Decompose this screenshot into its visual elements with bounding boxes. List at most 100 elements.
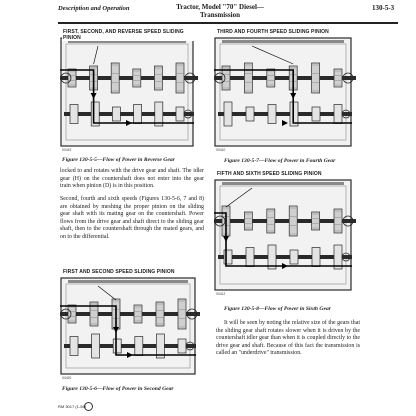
gear-lower xyxy=(69,336,79,356)
gear-lower xyxy=(175,106,185,122)
paragraph-1: locked to and rotates with the drive gea… xyxy=(60,168,204,190)
figure-fourth-gear: THIRD AND FOURTH SPEED SLIDING PINION X0… xyxy=(212,28,358,154)
figure-reverse-gear: FIRST, SECOND, AND REVERSE SPEED SLIDING… xyxy=(58,28,200,154)
page-title-line-1: Tractor, Model "70" Diesel— xyxy=(176,3,264,11)
gear-lower xyxy=(133,104,142,124)
union-label-seal xyxy=(84,402,93,411)
sliding-gear-shaft xyxy=(60,76,198,80)
sliding-gear-shaft xyxy=(214,219,356,223)
figure-sixth-caption: Figure 130-5-8—Flow of Power in Sixth Ge… xyxy=(224,306,331,312)
power-flow-arrow xyxy=(126,120,132,126)
figure-fourth-number: X0410 xyxy=(216,148,226,152)
figure-second-gear: FIRST AND SECOND SPEED SLIDING PINION X0… xyxy=(58,268,202,382)
page-title-line-2: Transmission xyxy=(200,11,240,19)
footer-code: RM 3017 (1-56) xyxy=(58,404,87,409)
paragraph-2: Second, fourth and sixth speeds (Figures… xyxy=(60,196,204,240)
gear-lower xyxy=(267,104,277,124)
bearing xyxy=(60,308,72,320)
gear-upper xyxy=(132,68,142,88)
gear-upper xyxy=(221,65,231,91)
shift-rod xyxy=(68,40,186,43)
bearing xyxy=(342,215,354,227)
callout-leader-line xyxy=(97,285,117,301)
callout-leader-line xyxy=(225,187,253,208)
gear-lower xyxy=(223,249,233,265)
gear-lower xyxy=(134,336,144,356)
bearing xyxy=(341,109,351,119)
gear-lower xyxy=(112,338,122,354)
gear-upper xyxy=(155,301,165,327)
bearing xyxy=(184,72,196,84)
figure-reverse-caption: Figure 130-5-5—Flow of Power in Reverse … xyxy=(62,157,175,163)
countershaft xyxy=(64,344,196,348)
countershaft xyxy=(218,255,352,259)
figure-reverse-number: X0419 xyxy=(62,148,72,152)
header-rule xyxy=(58,22,398,24)
gear-upper xyxy=(333,68,343,88)
bearing xyxy=(214,72,226,84)
housing-inner-wall xyxy=(219,43,347,141)
gear-upper xyxy=(177,298,187,330)
shift-rod xyxy=(68,280,188,283)
gear-upper xyxy=(67,304,77,324)
gear-lower xyxy=(311,247,321,267)
housing-inner-wall xyxy=(65,283,191,369)
gear-upper xyxy=(311,211,320,231)
figure-reverse-callout: FIRST, SECOND, AND REVERSE SPEED SLIDING… xyxy=(62,29,200,42)
gear-lower xyxy=(311,106,321,122)
gear-upper xyxy=(266,68,276,88)
shift-rod xyxy=(222,182,344,185)
housing-outline xyxy=(214,179,352,291)
countershaft xyxy=(64,112,194,116)
figure-fourth-callout: THIRD AND FOURTH SPEED SLIDING PINION xyxy=(216,29,330,36)
power-flow-arrow xyxy=(223,236,229,242)
gear-upper xyxy=(89,301,99,327)
gear-upper xyxy=(333,208,343,234)
gear-lower xyxy=(91,333,100,359)
section-number: 130-5-3 xyxy=(372,4,395,12)
bearing xyxy=(185,341,195,351)
housing-outline xyxy=(214,37,352,147)
power-flow-arrow xyxy=(113,327,119,333)
bearing xyxy=(341,252,351,262)
gear-lower xyxy=(177,338,187,354)
gear-upper xyxy=(175,62,185,94)
power-flow-arrow xyxy=(127,352,133,358)
header-section-label: Description and Operation xyxy=(58,5,130,12)
bearing xyxy=(183,109,193,119)
transmission-diagram-fourth xyxy=(214,37,356,147)
housing-outline xyxy=(60,277,196,375)
sliding-gear-shaft xyxy=(60,312,200,316)
figure-fourth-caption: Figure 130-5-7—Flow of Power in Fourth G… xyxy=(224,158,336,164)
paragraph-3: It will be seen by noting the relative s… xyxy=(216,320,360,357)
gear-lower xyxy=(154,101,164,127)
countershaft xyxy=(218,112,352,116)
figure-sixth-number: X0412 xyxy=(216,292,226,296)
figure-sixth-gear: FIFTH AND SIXTH SPEED SLIDING PINION X04… xyxy=(212,170,358,298)
gear-lower xyxy=(245,247,255,267)
callout-leader-line xyxy=(251,45,294,65)
gear-upper xyxy=(154,65,163,91)
power-flow-arrow xyxy=(90,93,97,99)
transmission-diagram-sixth xyxy=(214,179,356,291)
gear-lower xyxy=(69,104,79,124)
gear-lower xyxy=(223,101,233,127)
transmission-diagram-second xyxy=(60,277,200,375)
bearing xyxy=(342,72,354,84)
gear-lower xyxy=(90,101,100,127)
figure-second-caption: Figure 130-5-6—Flow of Power in Second G… xyxy=(62,386,174,392)
figure-second-number: X0420 xyxy=(62,376,72,380)
bearing xyxy=(60,72,72,84)
bearing xyxy=(186,308,198,320)
housing-inner-wall xyxy=(219,185,347,285)
gear-upper xyxy=(67,68,77,88)
gear-lower xyxy=(267,244,277,270)
transmission-diagram-reverse xyxy=(60,37,198,147)
gear-lower xyxy=(245,106,255,122)
gear-lower xyxy=(289,249,299,265)
figure-sixth-callout: FIFTH AND SIXTH SPEED SLIDING PINION xyxy=(216,171,323,178)
gear-lower xyxy=(156,333,165,359)
power-flow-arrow xyxy=(282,120,288,126)
gear-lower xyxy=(333,104,343,124)
